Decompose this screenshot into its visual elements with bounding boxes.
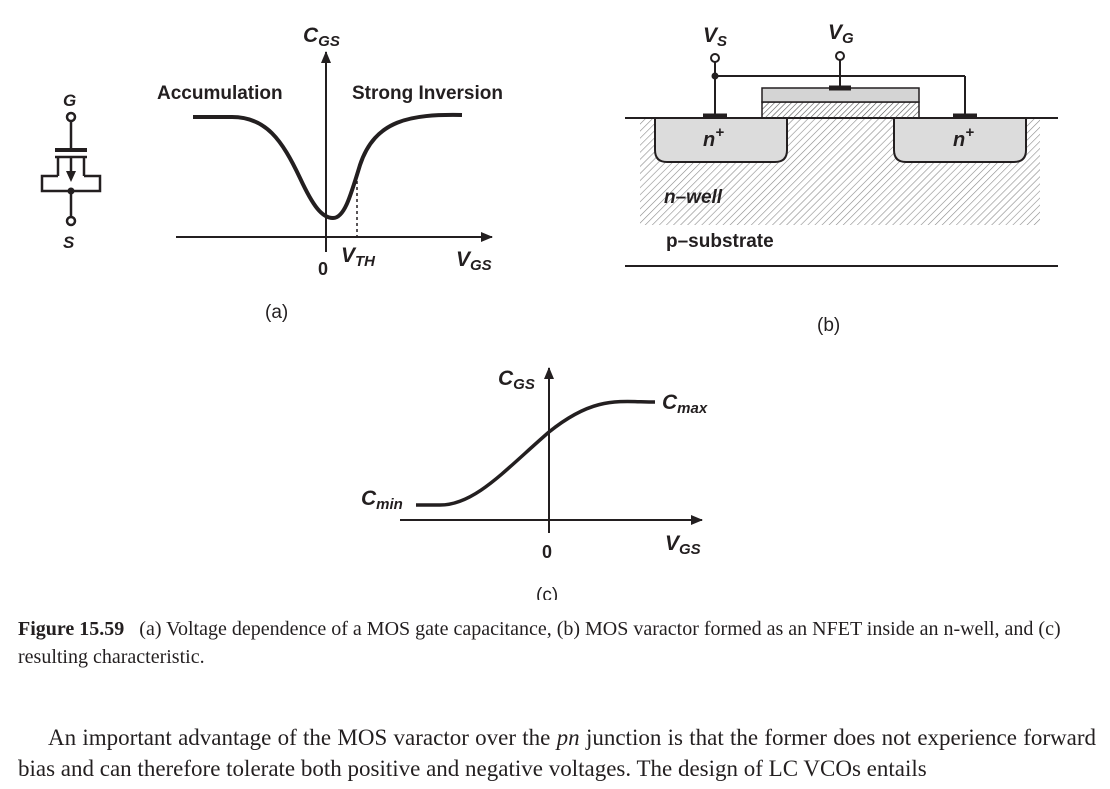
vg-label: VG [828, 21, 854, 47]
vgs-label-c: VGS [665, 532, 701, 558]
panel-b-label: (b) [817, 315, 840, 336]
cmax-label: Cmax [662, 391, 708, 417]
figure-caption: Figure 15.59 (a) Voltage dependence of a… [18, 615, 1093, 671]
panel-b: VS VG n+ n+ n–well p–substrate (b) [625, 21, 1058, 336]
body-paragraph: An important advantage of the MOS varact… [18, 722, 1096, 784]
caption-text: (a) Voltage dependence of a MOS gate cap… [18, 618, 1061, 668]
paragraph-text-after: junction is that the former does not exp… [18, 725, 1096, 781]
panel-c-label: (c) [536, 585, 558, 600]
n-well-label: n–well [664, 187, 723, 208]
vgs-label-a: VGS [456, 248, 492, 274]
origin-label-a: 0 [318, 259, 328, 279]
panel-c: CGS Cmax Cmin 0 VGS (c) [361, 367, 708, 600]
n-plus-right-label: n+ [953, 124, 974, 151]
paragraph-text-before: An important advantage of the MOS varact… [48, 725, 557, 750]
p-substrate-label: p–substrate [666, 231, 774, 252]
terminal-wiring [703, 51, 977, 119]
paragraph-italic-pn: pn [556, 725, 580, 750]
n-plus-left-label: n+ [703, 124, 724, 151]
figure-number: Figure 15.59 [18, 618, 125, 640]
cmin-label: Cmin [361, 487, 403, 513]
mosfet-symbol-icon: G S [40, 91, 102, 252]
cv-curve-a [193, 112, 463, 221]
accumulation-label: Accumulation [157, 83, 283, 104]
cgs-label-a: CGS [303, 24, 340, 50]
strong-inversion-label: Strong Inversion [352, 83, 503, 104]
panel-a-label: (a) [265, 302, 288, 323]
vs-label: VS [703, 24, 727, 50]
gate-oxide [761, 101, 920, 119]
figure-15-59: G S CGS Accumulation Strong Inversion 0 … [40, 21, 1058, 600]
origin-label-c: 0 [542, 542, 552, 562]
n-plus-left [654, 117, 788, 163]
panel-a: G S CGS Accumulation Strong Inversion 0 … [40, 24, 503, 323]
cv-curve-c [416, 399, 656, 507]
gate-terminal-label: G [63, 91, 76, 110]
cgs-label-c: CGS [498, 367, 535, 393]
vth-label: VTH [341, 244, 376, 270]
source-terminal-label: S [63, 233, 75, 252]
n-plus-right [893, 117, 1027, 163]
